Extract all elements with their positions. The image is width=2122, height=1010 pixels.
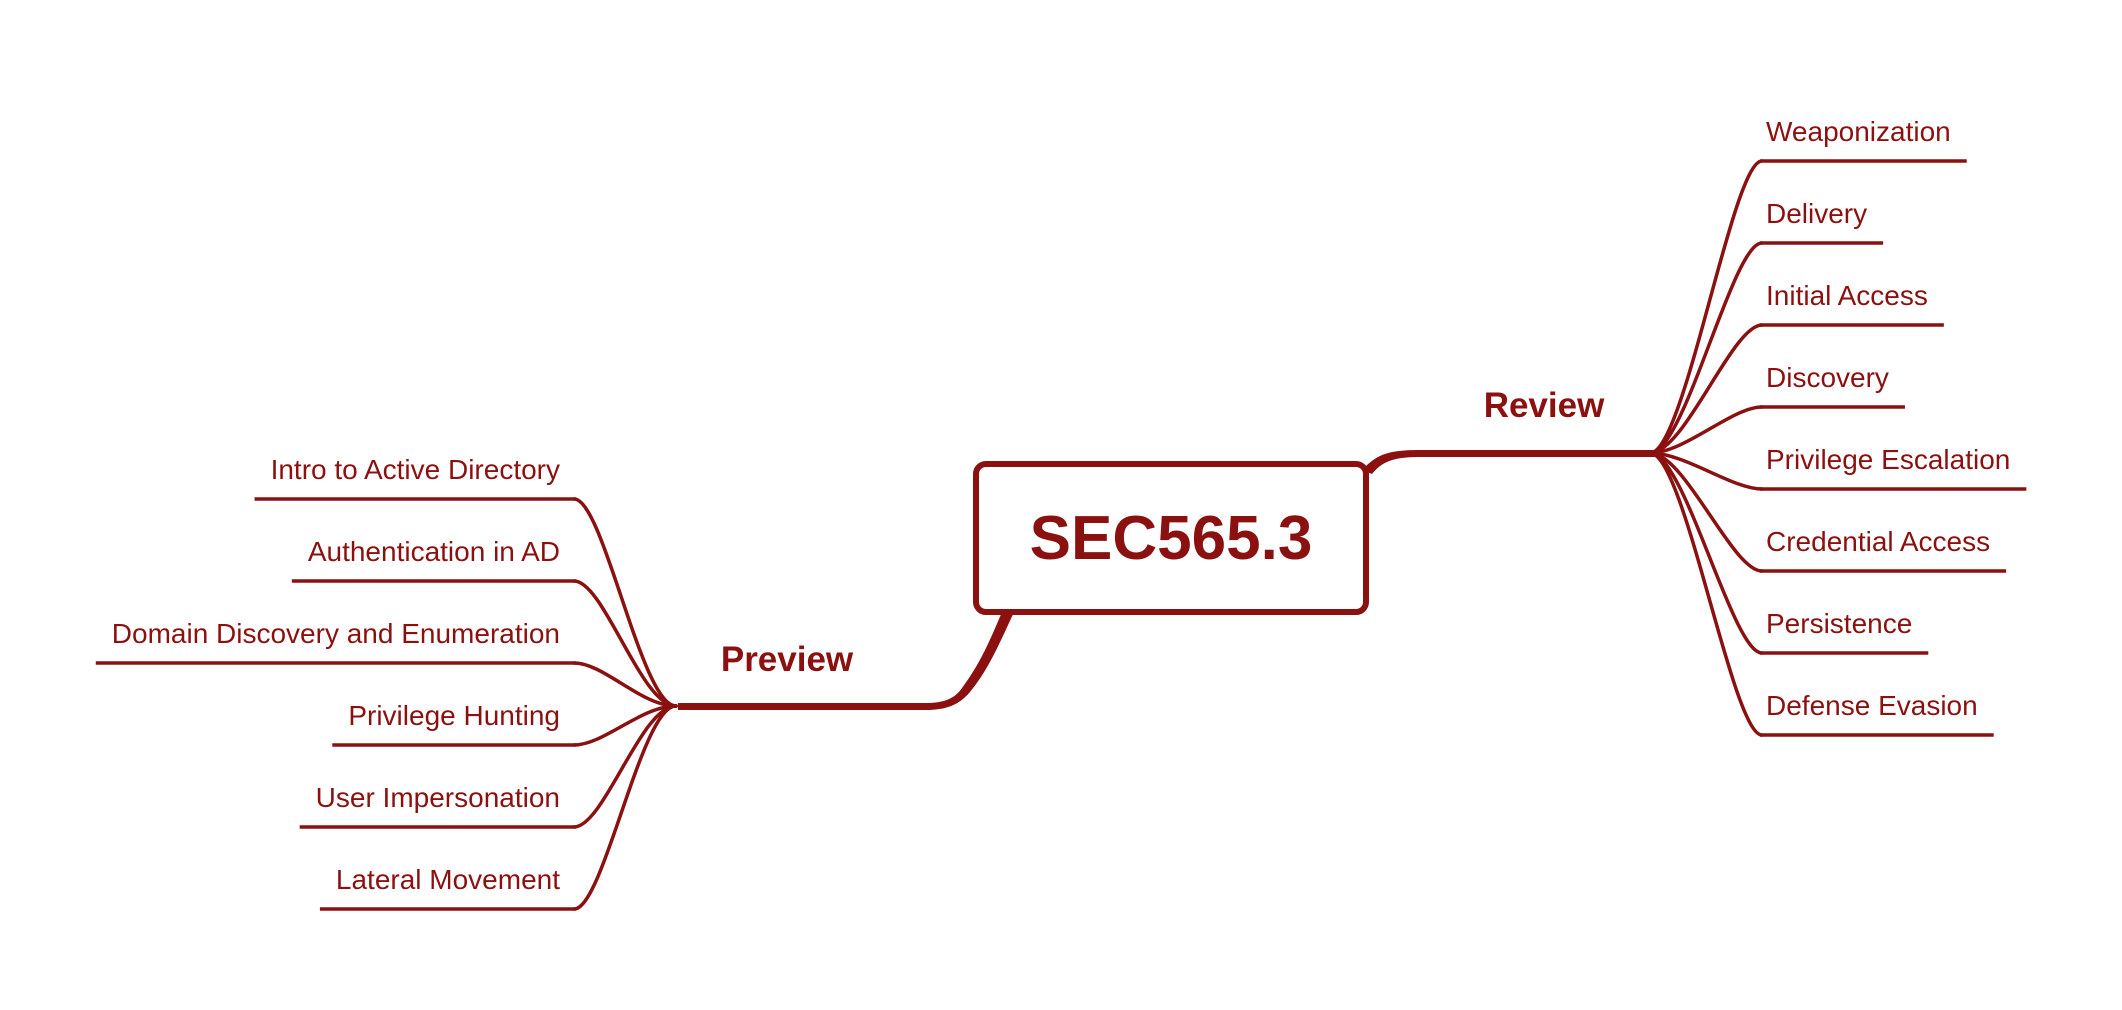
leaf-connector (1648, 451, 1764, 491)
leaf-user-impersonation[interactable]: User Impersonation (299, 704, 678, 829)
central-node-box (973, 461, 1369, 615)
branch-label-preview[interactable]: Preview (721, 640, 854, 679)
leaf-connector (1648, 405, 1764, 455)
leaf-label-persistence: Persistence (1766, 608, 1912, 639)
leaf-intro-to-active-directory[interactable]: Intro to Active Directory (254, 454, 678, 708)
trunk-to-review (1362, 450, 1660, 474)
leaf-delivery[interactable]: Delivery (1648, 198, 1884, 455)
central-node-label: SEC565.3 (1030, 504, 1313, 573)
leaf-connector (572, 579, 678, 708)
leaf-label-domain-discovery-and-enumeration: Domain Discovery and Enumeration (112, 618, 560, 649)
leaf-label-credential-access: Credential Access (1766, 526, 1990, 557)
leaf-label-initial-access: Initial Access (1766, 280, 1928, 311)
leaf-connector (1648, 451, 1764, 655)
leaf-domain-discovery-and-enumeration[interactable]: Domain Discovery and Enumeration (95, 618, 678, 708)
leaf-connector (572, 704, 678, 747)
leaf-connector (1648, 241, 1764, 455)
leaf-label-privilege-hunting: Privilege Hunting (348, 700, 560, 731)
leaf-connector (1648, 451, 1764, 737)
leaf-label-discovery: Discovery (1766, 362, 1889, 393)
leaf-connector (572, 704, 678, 829)
leaf-discovery[interactable]: Discovery (1648, 362, 1905, 455)
leaf-authentication-in-ad[interactable]: Authentication in AD (291, 536, 678, 708)
branch-label-review[interactable]: Review (1484, 386, 1605, 425)
leaf-privilege-hunting[interactable]: Privilege Hunting (332, 700, 678, 747)
leaf-credential-access[interactable]: Credential Access (1648, 451, 2007, 573)
leaf-connector (572, 661, 678, 708)
leaf-connector (1648, 451, 1764, 573)
leaf-persistence[interactable]: Persistence (1648, 451, 1929, 655)
leaf-label-lateral-movement: Lateral Movement (336, 864, 560, 895)
central-node[interactable]: SEC565.3 (973, 461, 1369, 615)
leaf-label-intro-to-active-directory: Intro to Active Directory (271, 454, 560, 485)
leaf-label-user-impersonation: User Impersonation (316, 782, 560, 813)
leaf-label-privilege-escalation: Privilege Escalation (1766, 444, 2010, 475)
leaf-label-weaponization: Weaponization (1766, 116, 1951, 147)
leaf-privilege-escalation[interactable]: Privilege Escalation (1648, 444, 2027, 491)
leaf-initial-access[interactable]: Initial Access (1648, 280, 1944, 455)
leaf-weaponization[interactable]: Weaponization (1648, 116, 1967, 455)
leaf-label-delivery: Delivery (1766, 198, 1867, 229)
leaf-label-authentication-in-ad: Authentication in AD (308, 536, 560, 567)
leaf-connector (1648, 323, 1764, 455)
leaf-label-defense-evasion: Defense Evasion (1766, 690, 1978, 721)
leaf-defense-evasion[interactable]: Defense Evasion (1648, 451, 1994, 737)
preview-leaves: Intro to Active DirectoryAuthentication … (95, 454, 678, 911)
leaf-connector (572, 497, 678, 708)
leaf-connector (572, 704, 678, 911)
leaf-lateral-movement[interactable]: Lateral Movement (319, 704, 678, 911)
leaf-connector (1648, 159, 1764, 455)
